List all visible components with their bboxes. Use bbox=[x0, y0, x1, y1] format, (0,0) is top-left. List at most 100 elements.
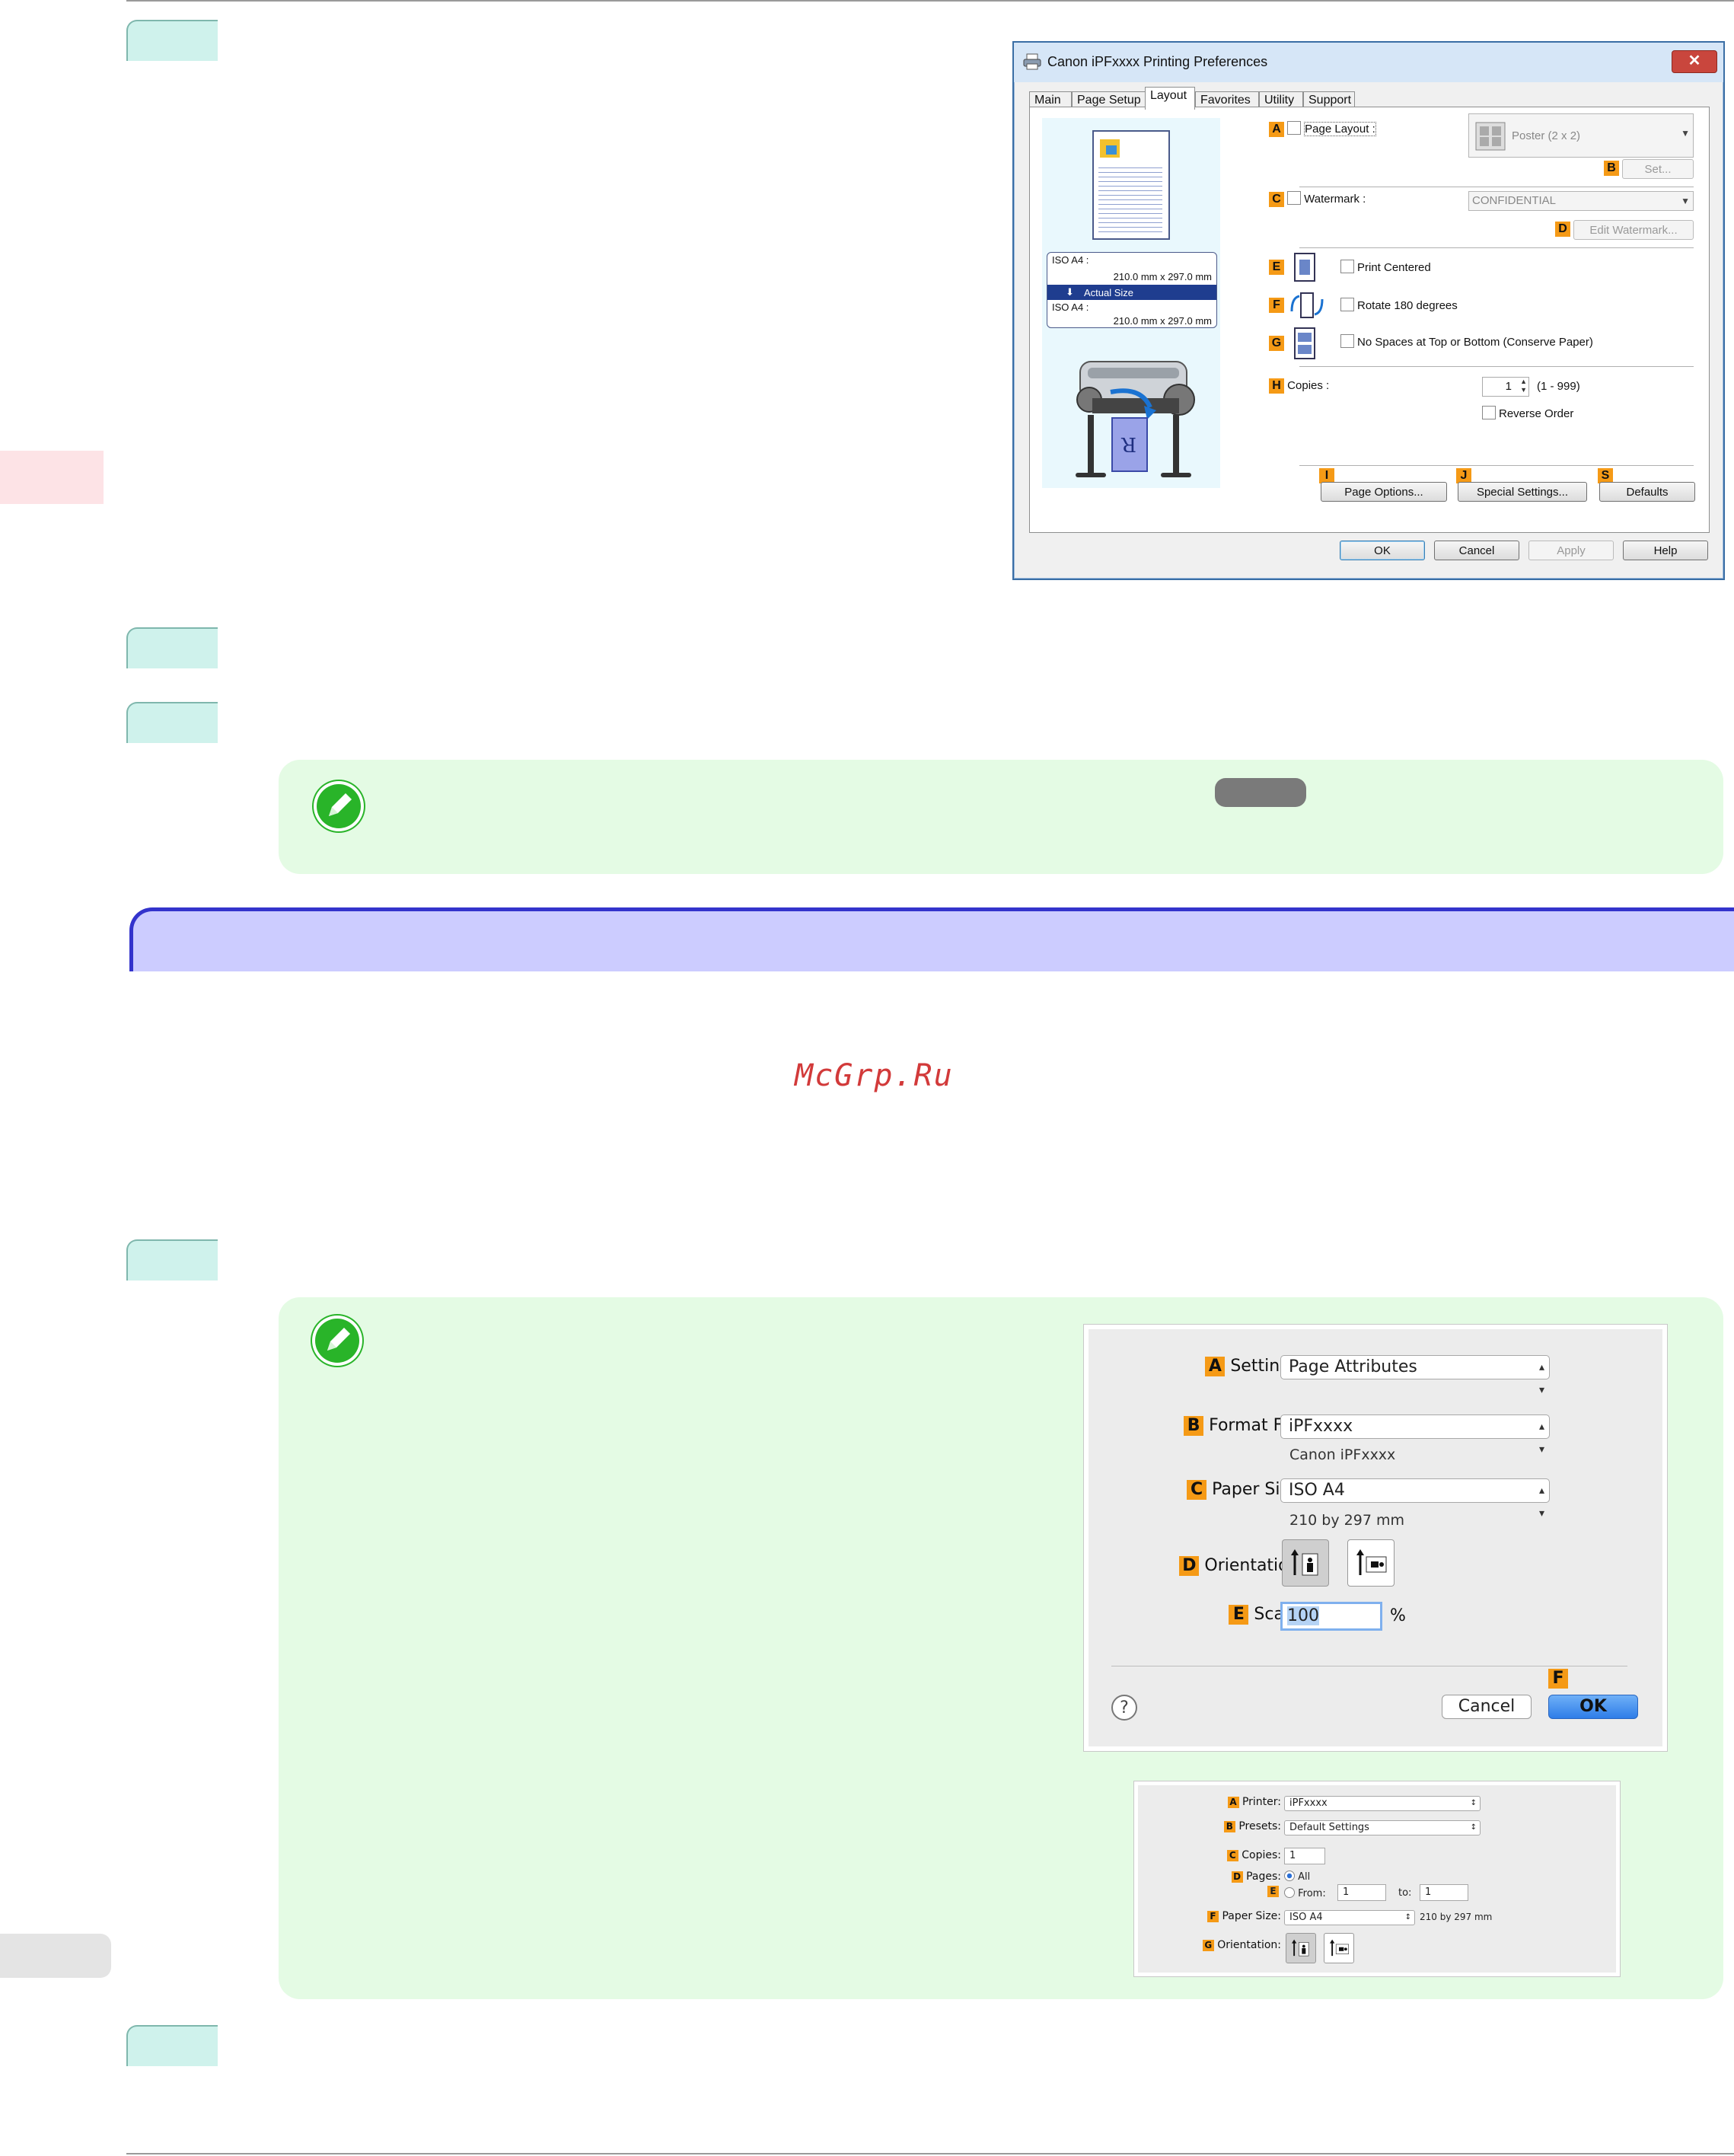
landscape-orientation-button[interactable] bbox=[1347, 1539, 1395, 1587]
callout-a: A bbox=[1269, 122, 1284, 137]
page-layout-option[interactable]: A Page Layout : bbox=[1269, 121, 1376, 137]
size-line-4: 210.0 mm x 297.0 mm bbox=[1113, 315, 1212, 327]
orientation-label-group: G Orientation: bbox=[1202, 1939, 1281, 1951]
scale-input[interactable]: 100 bbox=[1280, 1602, 1382, 1631]
portrait-orientation-button[interactable] bbox=[1286, 1933, 1316, 1963]
scale-label-group: E Scale: bbox=[1229, 1605, 1305, 1625]
callout-b: B bbox=[1223, 1821, 1235, 1832]
tab-main[interactable]: Main bbox=[1029, 91, 1072, 108]
help-button[interactable]: ? bbox=[1111, 1695, 1137, 1721]
watermark-option[interactable]: C Watermark : bbox=[1269, 191, 1366, 207]
page-layout-checkbox[interactable] bbox=[1287, 121, 1302, 135]
tab-utility[interactable]: Utility bbox=[1259, 91, 1303, 108]
print-centered-label: Print Centered bbox=[1357, 261, 1431, 274]
reverse-order-label: Reverse Order bbox=[1499, 407, 1574, 420]
orientation-label: Orientation: bbox=[1217, 1939, 1281, 1951]
rotate-checkbox[interactable] bbox=[1340, 298, 1354, 311]
pages-from-label: From: bbox=[1298, 1888, 1326, 1899]
tab-favorites[interactable]: Favorites bbox=[1195, 91, 1259, 108]
reverse-order-checkbox[interactable] bbox=[1482, 406, 1496, 419]
pages-from-option[interactable]: From: bbox=[1284, 1887, 1326, 1899]
tab-page-setup[interactable]: Page Setup bbox=[1072, 91, 1146, 108]
paper-size-sub: 210 by 297 mm bbox=[1420, 1912, 1493, 1922]
landscape-orientation-button[interactable] bbox=[1324, 1933, 1354, 1963]
dialog-title: Canon iPFxxxx Printing Preferences bbox=[1047, 54, 1268, 69]
close-button[interactable]: ✕ bbox=[1672, 50, 1717, 73]
presets-label-group: B Presets: bbox=[1223, 1820, 1281, 1832]
poster-icon bbox=[1475, 122, 1506, 151]
callout-h: H bbox=[1269, 378, 1284, 394]
from-field[interactable]: 1 bbox=[1337, 1884, 1386, 1901]
note-pencil-icon bbox=[314, 781, 364, 831]
page-layout-label: Page Layout : bbox=[1304, 122, 1376, 136]
paper-size-popup[interactable]: ISO A4▴▾ bbox=[1280, 1478, 1550, 1520]
ok-button[interactable]: OK bbox=[1548, 1695, 1638, 1719]
dropdown-arrow-icon: ▼ bbox=[1681, 128, 1690, 139]
watermark-select[interactable]: CONFIDENTIAL ▼ bbox=[1468, 191, 1694, 211]
updown-arrow-icon: ↕ bbox=[1470, 1799, 1477, 1807]
callout-g: G bbox=[1269, 336, 1284, 351]
print-centered-option[interactable]: Print Centered bbox=[1340, 260, 1431, 274]
copies-field[interactable]: 1 bbox=[1284, 1848, 1325, 1864]
callout-d: D bbox=[1231, 1871, 1243, 1883]
apply-button[interactable]: Apply bbox=[1528, 541, 1614, 560]
cancel-button[interactable]: Cancel bbox=[1434, 541, 1519, 560]
format-for-popup[interactable]: iPFxxxx▴▾ bbox=[1280, 1414, 1550, 1456]
tab-layout[interactable]: Layout bbox=[1145, 87, 1195, 110]
cancel-button[interactable]: Cancel bbox=[1442, 1695, 1532, 1719]
printer-popup[interactable]: iPFxxxx ↕ bbox=[1284, 1796, 1481, 1811]
watermark-checkbox[interactable] bbox=[1287, 191, 1302, 205]
help-button[interactable]: Help bbox=[1623, 541, 1708, 560]
paper-size-value: ISO A4 bbox=[1289, 1912, 1323, 1923]
printer-label-group: A Printer: bbox=[1227, 1796, 1281, 1808]
callout-f: F bbox=[1548, 1669, 1568, 1689]
pages-from-radio[interactable] bbox=[1284, 1887, 1295, 1898]
paper-size-popup[interactable]: ISO A4 ↕ bbox=[1284, 1910, 1415, 1925]
ok-button[interactable]: OK bbox=[1340, 541, 1425, 560]
copies-spinner[interactable]: 1 ▲▼ bbox=[1482, 377, 1529, 397]
printer-icon bbox=[1023, 53, 1041, 70]
pages-all-label: All bbox=[1298, 1871, 1311, 1883]
callout-i: I bbox=[1319, 468, 1334, 483]
dropdown-arrow-icon: ▼ bbox=[1681, 196, 1690, 206]
printer-value: iPFxxxx bbox=[1289, 1797, 1328, 1809]
copies-label-group: H Copies : bbox=[1269, 378, 1329, 394]
page-layout-select[interactable]: Poster (2 x 2) ▼ bbox=[1468, 113, 1694, 158]
format-for-sub: Canon iPFxxxx bbox=[1289, 1446, 1396, 1463]
no-spaces-option[interactable]: No Spaces at Top or Bottom (Conserve Pap… bbox=[1340, 334, 1593, 349]
reverse-order-option[interactable]: Reverse Order bbox=[1482, 406, 1573, 420]
updown-arrow-icon: ↕ bbox=[1470, 1823, 1477, 1832]
updown-arrow-icon: ↕ bbox=[1404, 1913, 1411, 1922]
to-field[interactable]: 1 bbox=[1420, 1884, 1468, 1901]
defaults-button[interactable]: Defaults bbox=[1599, 482, 1695, 502]
tab-support[interactable]: Support bbox=[1303, 91, 1355, 108]
set-button[interactable]: Set... bbox=[1622, 159, 1694, 179]
size-line-2: 210.0 mm x 297.0 mm bbox=[1113, 271, 1212, 282]
pages-label-group: D Pages: bbox=[1231, 1871, 1281, 1883]
section-heading-bar bbox=[129, 907, 1734, 971]
side-thumb-tab bbox=[0, 451, 104, 504]
print-centered-icon bbox=[1294, 253, 1315, 282]
updown-arrow-icon: ▴▾ bbox=[1538, 1421, 1544, 1456]
rotate-option[interactable]: Rotate 180 degrees bbox=[1340, 298, 1458, 312]
portrait-orientation-button[interactable] bbox=[1282, 1539, 1329, 1587]
pages-all-radio[interactable] bbox=[1284, 1871, 1295, 1881]
pages-label: Pages: bbox=[1246, 1871, 1281, 1883]
settings-popup[interactable]: Page Attributes▴▾ bbox=[1280, 1355, 1550, 1396]
page-options-button[interactable]: Page Options... bbox=[1321, 482, 1447, 502]
special-settings-button[interactable]: Special Settings... bbox=[1458, 482, 1587, 502]
callout-e: E bbox=[1269, 260, 1284, 275]
print-centered-checkbox[interactable] bbox=[1340, 260, 1354, 273]
no-spaces-checkbox[interactable] bbox=[1340, 334, 1354, 348]
printer-label: Printer: bbox=[1242, 1796, 1281, 1808]
callout-a: A bbox=[1205, 1357, 1226, 1376]
size-line-3: ISO A4 : bbox=[1052, 301, 1089, 313]
presets-popup[interactable]: Default Settings↕ bbox=[1284, 1820, 1481, 1835]
callout-d: D bbox=[1179, 1556, 1200, 1576]
callout-c: C bbox=[1187, 1480, 1207, 1500]
pages-all-option[interactable]: All bbox=[1284, 1871, 1310, 1883]
edit-watermark-button[interactable]: Edit Watermark... bbox=[1573, 220, 1694, 240]
svg-text:R: R bbox=[1120, 432, 1136, 455]
copies-range: (1 - 999) bbox=[1537, 380, 1580, 393]
callout-d: D bbox=[1555, 222, 1570, 237]
